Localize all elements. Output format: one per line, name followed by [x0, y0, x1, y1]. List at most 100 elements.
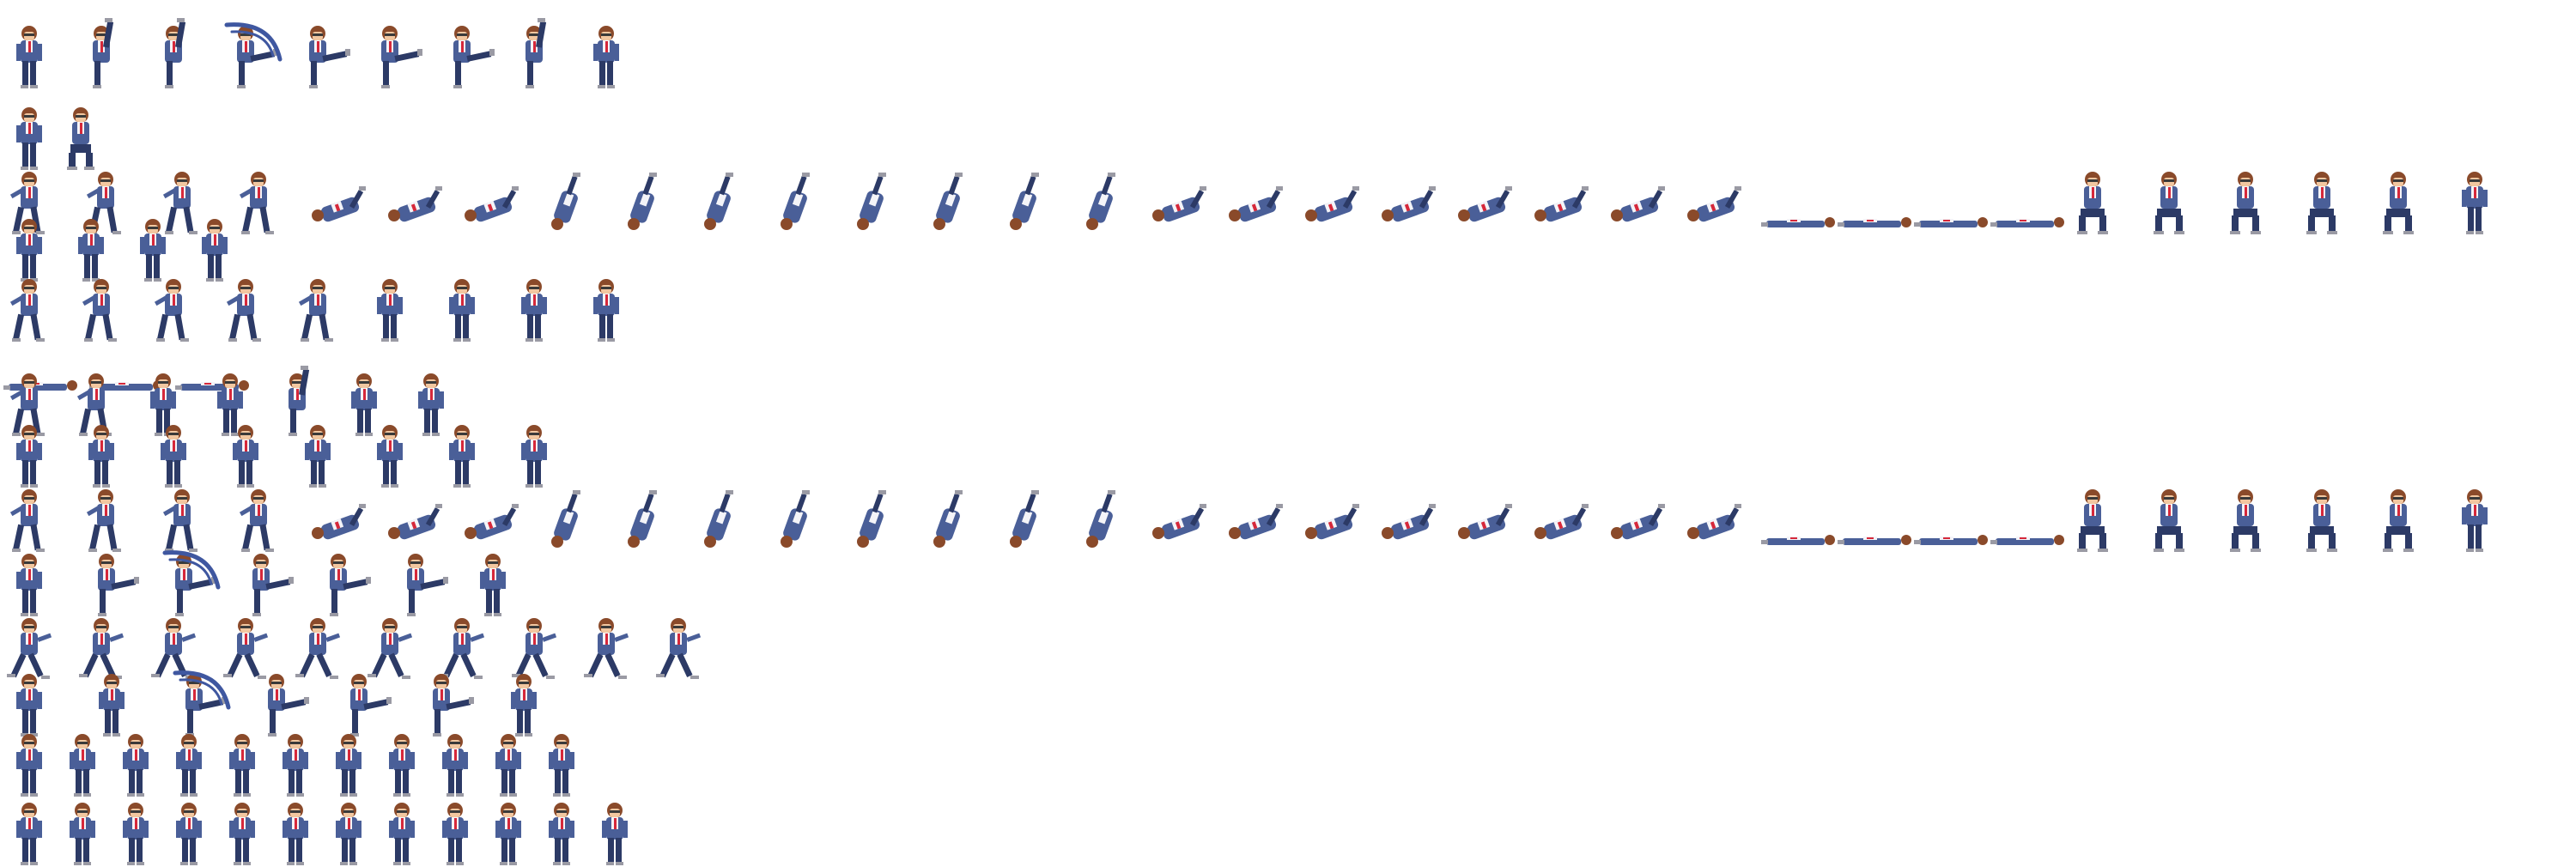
sprite-frame-fall [1305, 504, 1359, 540]
sprite-frame-spin [704, 173, 733, 230]
sprite-frame-stand [217, 373, 243, 436]
sprite-frame-run [79, 618, 125, 679]
sprite-frame-stand [2462, 489, 2488, 552]
sprite-frame-spin [704, 490, 733, 548]
animation-row-hurt [0, 275, 2576, 343]
sprite-frame-stand [283, 734, 308, 797]
sprite-frame-rise [2306, 489, 2337, 552]
sprite-frame-rise [2383, 172, 2414, 234]
sprite-frame-run [584, 618, 629, 679]
sprite-frame-stand [99, 674, 125, 737]
sprite-frame-run [368, 618, 413, 679]
sprite-frame-stand [16, 674, 42, 737]
sprite-frame-spin [1086, 490, 1115, 548]
animation-row-special-slash [0, 670, 2576, 738]
animation-row-idle-crouch [0, 103, 2576, 172]
sprite-frame-lie [1761, 217, 1835, 227]
sprite-frame-kick-up [289, 366, 310, 436]
animation-row-idle-a [0, 730, 2576, 798]
sprite-frame-hit-back [86, 489, 121, 552]
animation-row-attack-kick [0, 18, 2576, 90]
sprite-frame-hit-back [154, 279, 189, 342]
sprite-frame-fall [1229, 504, 1283, 540]
sprite-frame-stand [70, 734, 95, 797]
sprite-frame-hit-back [298, 279, 333, 342]
sprite-frame-fall [1305, 186, 1359, 222]
sprite-frame-spin [628, 173, 657, 230]
sprite-frame-hit-back [9, 373, 45, 436]
sprite-frame-hit-back [239, 489, 274, 552]
sprite-frame-stand [377, 279, 403, 342]
sprite-frame-stand [389, 803, 415, 865]
sprite-frame-fall [1152, 504, 1206, 540]
sprite-frame-stand [233, 425, 258, 488]
sprite-frame-stand [305, 425, 331, 488]
animation-row-guard [0, 215, 2576, 283]
sprite-frame-tumble [312, 186, 366, 222]
sprite-frame-stand [602, 803, 628, 865]
sprite-frame-fall [1229, 186, 1283, 222]
sprite-frame-rise [2154, 172, 2184, 234]
sprite-frame-spin [1086, 173, 1115, 230]
sprite-frame-stand [495, 803, 521, 865]
sprite-frame-lie [1838, 535, 1911, 545]
sprite-frame-kick-side [98, 554, 139, 616]
sprite-frame-kick-slash [162, 550, 221, 616]
sprite-frame-kick-side [407, 554, 448, 616]
sprite-frame-tumble [388, 504, 442, 540]
sprite-frame-stand [511, 674, 537, 737]
sprite-frame-spin [551, 490, 580, 548]
sprite-frame-fall [1152, 186, 1206, 222]
sprite-frame-kick-side [433, 674, 474, 737]
sprite-frame-run [151, 618, 197, 679]
sprite-frame-tumble [465, 186, 519, 222]
sprite-frame-stand [442, 734, 468, 797]
sprite-frame-run [440, 618, 485, 679]
sprite-frame-fall [1534, 186, 1589, 222]
sprite-frame-stand [449, 425, 475, 488]
sprite-frame-spin [781, 173, 810, 230]
sprite-frame-spin [1010, 490, 1039, 548]
sprite-frame-stand [521, 425, 547, 488]
sprite-frame-fall [1687, 186, 1741, 222]
sprite-frame-run [656, 618, 702, 679]
sprite-frame-tumble [388, 186, 442, 222]
sprite-frame-run [7, 618, 52, 679]
sprite-frame-kick-side [453, 26, 495, 88]
sprite-frame-lie [1990, 217, 2064, 227]
sprite-frame-stand [336, 734, 361, 797]
sprite-frame-rise [2383, 489, 2414, 552]
sprite-frame-fall [1382, 504, 1436, 540]
sprite-frame-fall [1458, 504, 1512, 540]
sprite-frame-rise [2306, 172, 2337, 234]
sprite-frame-hit-back [162, 172, 197, 234]
sprite-frame-stand [16, 425, 42, 488]
animation-row-run [0, 614, 2576, 682]
sprite-frame-spin [781, 490, 810, 548]
sprite-frame-stand [593, 279, 619, 342]
sprite-frame-stand [78, 219, 104, 282]
animation-row-idle-b [0, 798, 2576, 867]
sprite-frame-stand [480, 554, 506, 616]
sprite-frame-hit-back [9, 279, 45, 342]
sprite-frame-tumble [465, 504, 519, 540]
sprite-frame-fall [1687, 504, 1741, 540]
sprite-frame-stand [377, 425, 403, 488]
sprite-frame-stand [495, 734, 521, 797]
sprite-frame-stand [442, 803, 468, 865]
sprite-frame-stand [161, 425, 186, 488]
sprite-frame-hit-back [82, 279, 117, 342]
sprite-frame-run [223, 618, 269, 679]
sprite-frame-spin [1010, 173, 1039, 230]
animation-row-walk [0, 421, 2576, 489]
sprite-frame-stand [70, 803, 95, 865]
sprite-frame-stand [593, 26, 619, 88]
sprite-frame-lie [1914, 535, 1988, 545]
sprite-frame-kick-side [268, 674, 309, 737]
sprite-frame-kick-slash [173, 670, 231, 737]
sprite-frame-stand [449, 279, 475, 342]
sprite-frame-stand [418, 373, 444, 436]
sprite-frame-stand [140, 219, 166, 282]
sprite-frame-kick-side [330, 554, 371, 616]
